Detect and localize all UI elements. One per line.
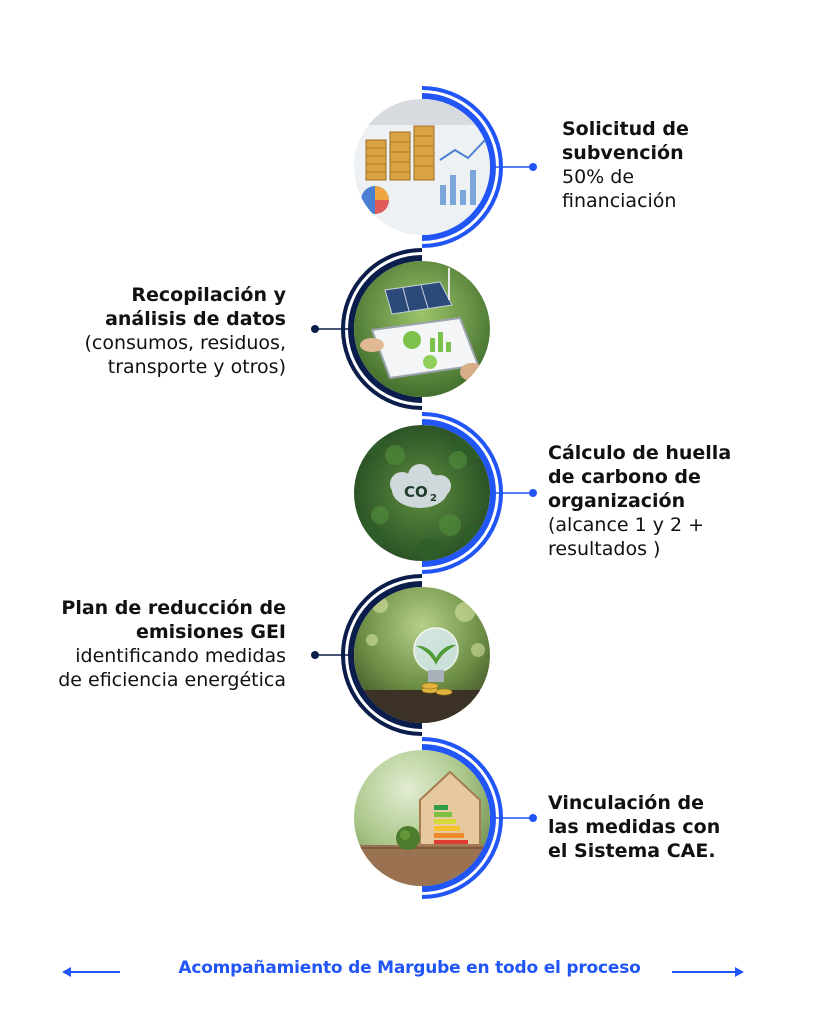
step-5-connector — [492, 814, 537, 822]
step-1-connector — [492, 163, 537, 171]
step-2-description: (consumos, residuos, transporte y otros) — [84, 332, 286, 378]
step-2-connector — [311, 325, 352, 333]
tablet-with-charts-and-solar-panels-image — [354, 261, 490, 397]
house-with-energy-rating-label-image — [354, 750, 490, 886]
step-3-description: (alcance 1 y 2 + resultados ) — [548, 514, 705, 560]
step-1-title: Solicitud de subvención — [562, 118, 689, 164]
step-4-label: Plan de reducción de emisiones GEI ident… — [20, 596, 286, 692]
step-4-connector — [311, 651, 352, 659]
arrow-left-icon — [62, 967, 120, 977]
svg-text:CO: CO — [404, 483, 428, 501]
step-3-label: Cálculo de huella de carbono de organiza… — [548, 441, 778, 561]
arrow-right-icon — [672, 967, 744, 977]
step-5-title: Vinculación de las medidas con el Sistem… — [548, 792, 721, 862]
step-1-label: Solicitud de subvención 50% de financiac… — [562, 117, 782, 213]
lightbulb-with-plant-and-coins-image — [354, 587, 490, 723]
step-4-description: identificando medidas de eficiencia ener… — [58, 645, 286, 691]
step-4-title: Plan de reducción de emisiones GEI — [61, 597, 286, 643]
step-3-title: Cálculo de huella de carbono de organiza… — [548, 442, 732, 512]
step-1-description: 50% de financiación — [562, 166, 677, 212]
step-2-title: Recopilación y análisis de datos — [105, 284, 286, 330]
footer-caption: Acompañamiento de Margube en todo el pro… — [178, 958, 641, 978]
step-3-connector — [492, 489, 537, 497]
step-2-label: Recopilación y análisis de datos (consum… — [30, 283, 286, 379]
step-5-label: Vinculación de las medidas con el Sistem… — [548, 791, 778, 863]
svg-text:2: 2 — [430, 493, 437, 504]
